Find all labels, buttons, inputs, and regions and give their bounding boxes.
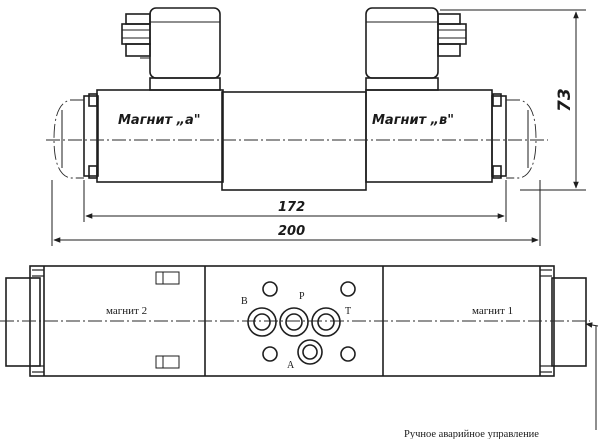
dim-height: 73 xyxy=(440,9,586,191)
dim-outer-value: 200 xyxy=(278,224,305,239)
dim-inner-value: 172 xyxy=(278,200,305,215)
port-p-label: P xyxy=(299,291,305,302)
port-a-label: A xyxy=(287,360,295,371)
manual-override-leader xyxy=(585,322,599,430)
port-b-label: B xyxy=(241,296,248,307)
side-view: Магнит „а" Магнит „в" 73 172 200 xyxy=(46,7,586,246)
magnet-1-label: магнит 1 xyxy=(472,305,513,317)
end-cap-left xyxy=(5,277,41,367)
port-pattern xyxy=(247,281,356,365)
port-p-circle xyxy=(279,307,309,337)
solenoid-right xyxy=(365,89,493,183)
solenoid-left xyxy=(96,89,224,183)
port-t-circle xyxy=(311,307,341,337)
port-b-circle xyxy=(247,307,277,337)
magnet-b-label: Магнит „в" xyxy=(372,113,454,128)
port-t-label: T xyxy=(345,306,351,317)
dim-height-value: 73 xyxy=(555,88,575,112)
magnet-a-label: Магнит „а" xyxy=(118,113,201,128)
plan-view: B P T A магнит 2 магнит 1 Ручное аварийн… xyxy=(0,265,599,439)
end-cap-right xyxy=(551,277,587,367)
manual-override-caption: Ручное аварийное управление xyxy=(404,429,539,439)
dim-outer: 200 xyxy=(51,180,541,246)
connector-left xyxy=(121,7,221,91)
connector-right xyxy=(365,7,467,91)
valve-body-center xyxy=(221,91,367,191)
port-a-circle xyxy=(297,339,323,365)
dim-inner: 172 xyxy=(83,180,507,222)
magnet-2-label: магнит 2 xyxy=(106,305,147,317)
